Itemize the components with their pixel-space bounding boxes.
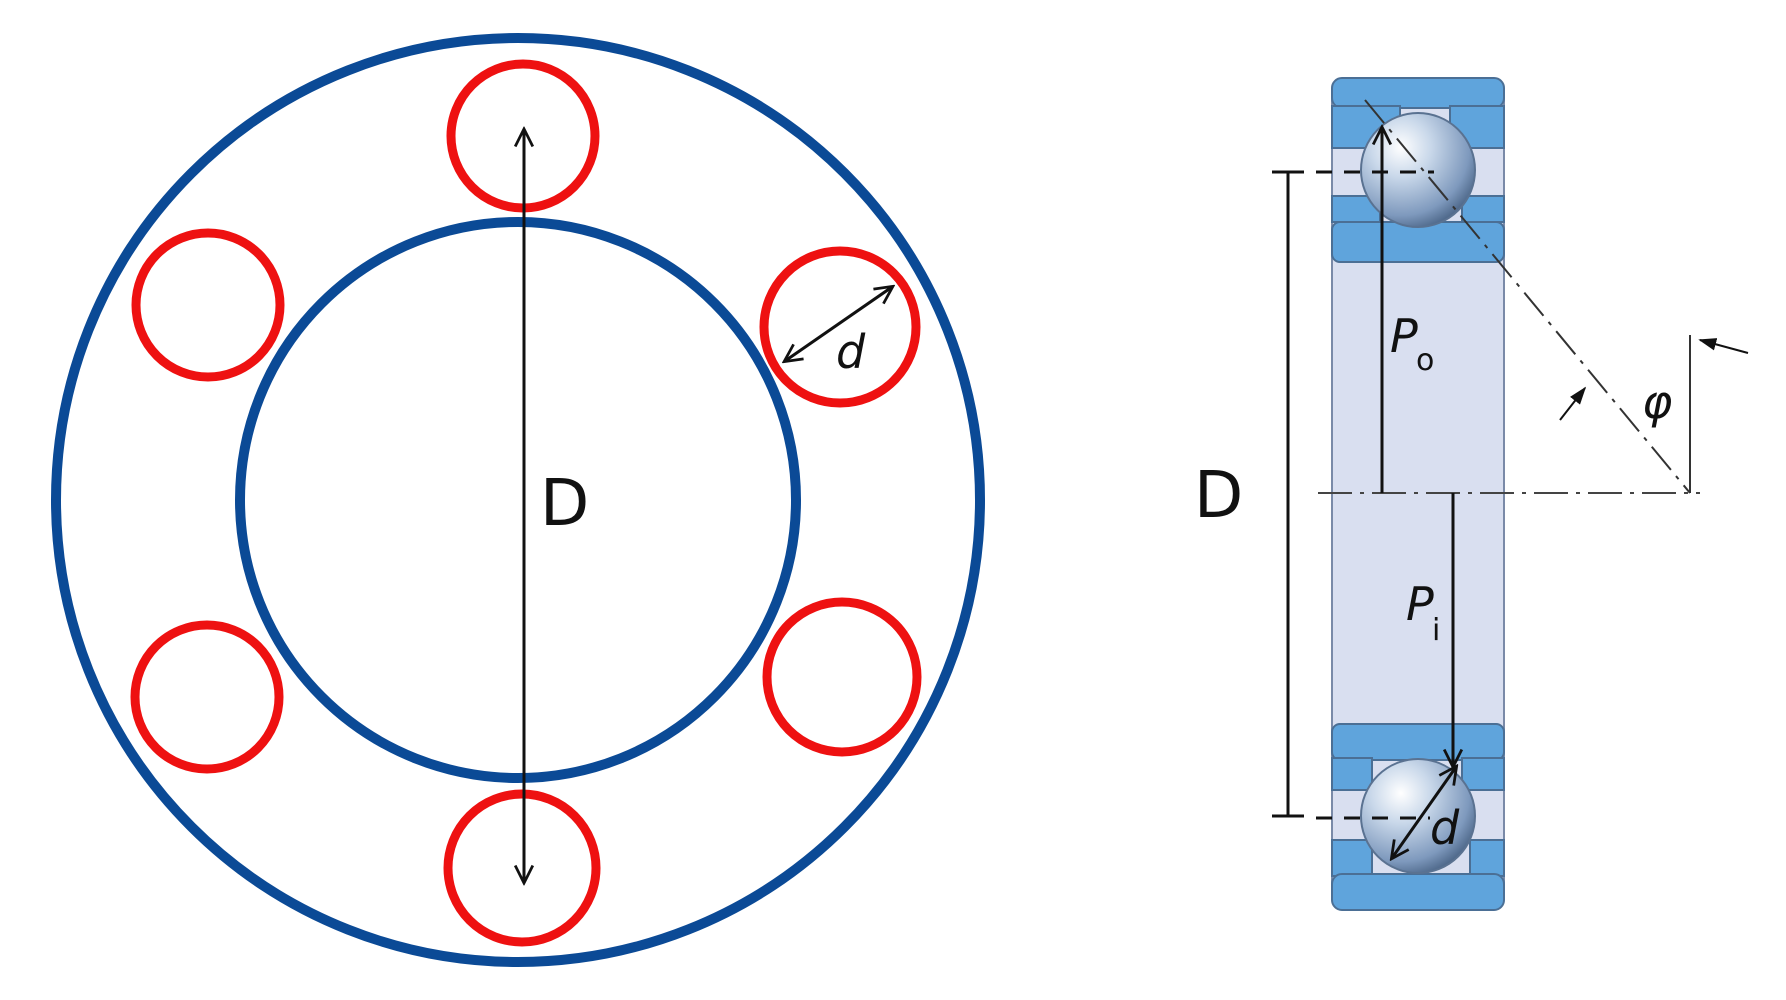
bottom-inner-shoulder <box>1331 757 1373 791</box>
ball-lower-right <box>762 597 922 757</box>
contact-angle-label: φ <box>1642 375 1672 429</box>
front-view: D d <box>51 33 985 967</box>
bottom-outer-shoulder <box>1331 839 1373 877</box>
phi-arc-arrow <box>1559 386 1587 421</box>
top-ball <box>1360 112 1476 228</box>
ball-upper-right <box>759 246 921 408</box>
outer-race-ring <box>51 33 985 967</box>
ball-upper-left <box>131 228 285 382</box>
bottom-ball-diameter-arrow <box>1392 767 1456 858</box>
top-inner-shoulder-right <box>1461 195 1505 223</box>
overall-diameter-label: D <box>1194 459 1243 533</box>
bottom-inner-shoulder-right <box>1461 757 1505 791</box>
inner-race-ring <box>235 217 801 783</box>
inner-pitch-label: P <box>1406 577 1434 631</box>
pitch-diameter-label: D <box>540 467 589 541</box>
ball-diameter-arrow <box>785 287 892 361</box>
cross-section-view: D P o P i φ d <box>1194 77 1749 911</box>
top-outer-ring <box>1331 77 1505 109</box>
bottom-outer-ring <box>1331 873 1505 911</box>
bottom-outer-shoulder-right <box>1469 839 1505 877</box>
top-inner-shoulder <box>1331 195 1381 223</box>
contact-angle-line <box>1364 99 1691 494</box>
bottom-ball-diameter-label: d <box>1430 801 1460 855</box>
phi-reference-arrow <box>1698 338 1749 354</box>
outer-pitch-subscript: o <box>1416 343 1434 378</box>
ball-bottom <box>443 789 601 947</box>
ball-lower-left <box>130 620 284 774</box>
ball-diameter-label: d <box>836 325 866 379</box>
inner-pitch-subscript: i <box>1432 613 1440 648</box>
bottom-inner-ring <box>1331 723 1505 761</box>
outer-pitch-label: P <box>1390 309 1418 363</box>
